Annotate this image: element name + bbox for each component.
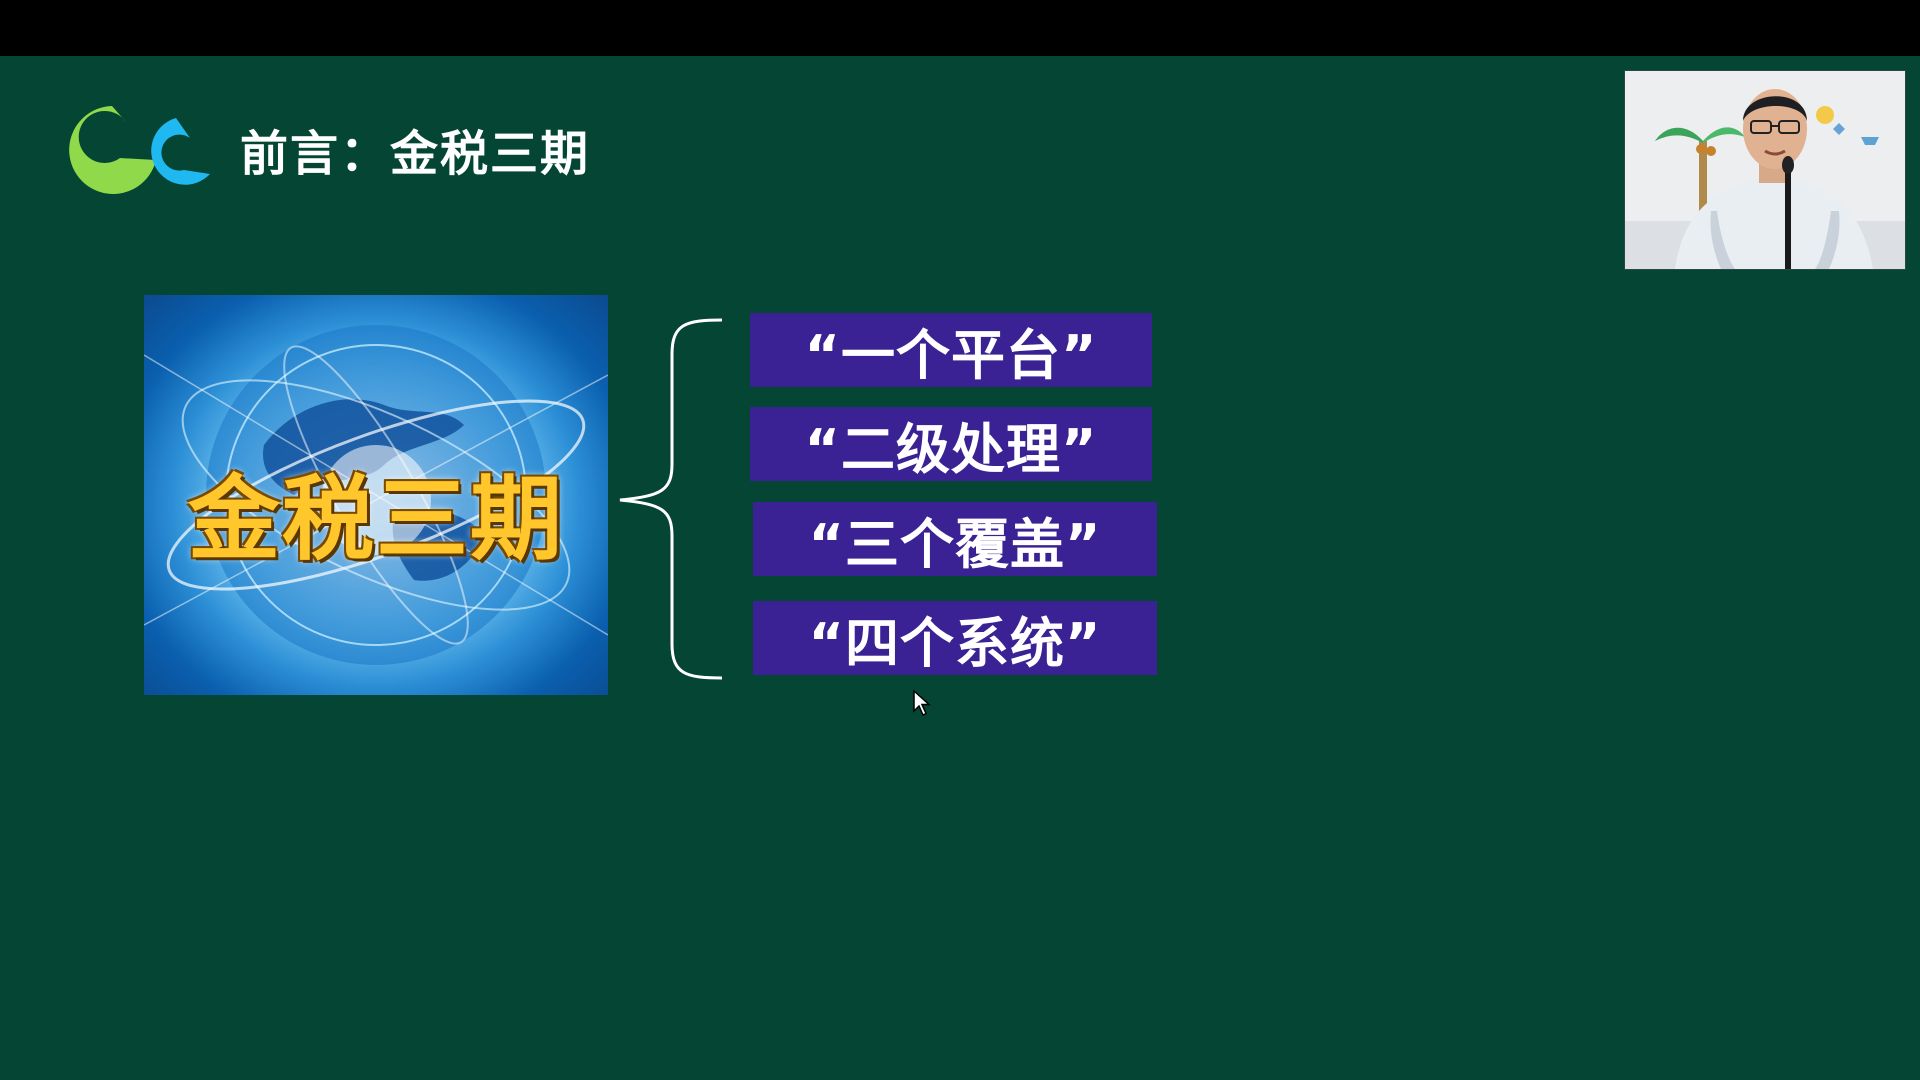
cc-logo-icon (69, 106, 210, 194)
mouse-pointer-icon (913, 689, 931, 717)
list-item-coverage: “三个覆盖” (753, 502, 1157, 576)
golden-tax-globe-image: 金税三期 (144, 295, 608, 695)
page-title: 前言：金税三期 (240, 126, 591, 182)
presenter-video-frame (1625, 71, 1905, 269)
list-item-platform: “一个平台” (750, 313, 1152, 387)
globe-illustration (144, 325, 608, 665)
list-item-systems: “四个系统” (753, 601, 1157, 675)
top-black-bar (0, 0, 1920, 56)
presentation-slide: 前言：金税三期 (0, 56, 1920, 1080)
presenter-webcam (1624, 70, 1906, 270)
image-caption: 金税三期 (187, 466, 564, 573)
curly-brace (619, 318, 723, 680)
list-item-processing: “二级处理” (750, 407, 1152, 481)
